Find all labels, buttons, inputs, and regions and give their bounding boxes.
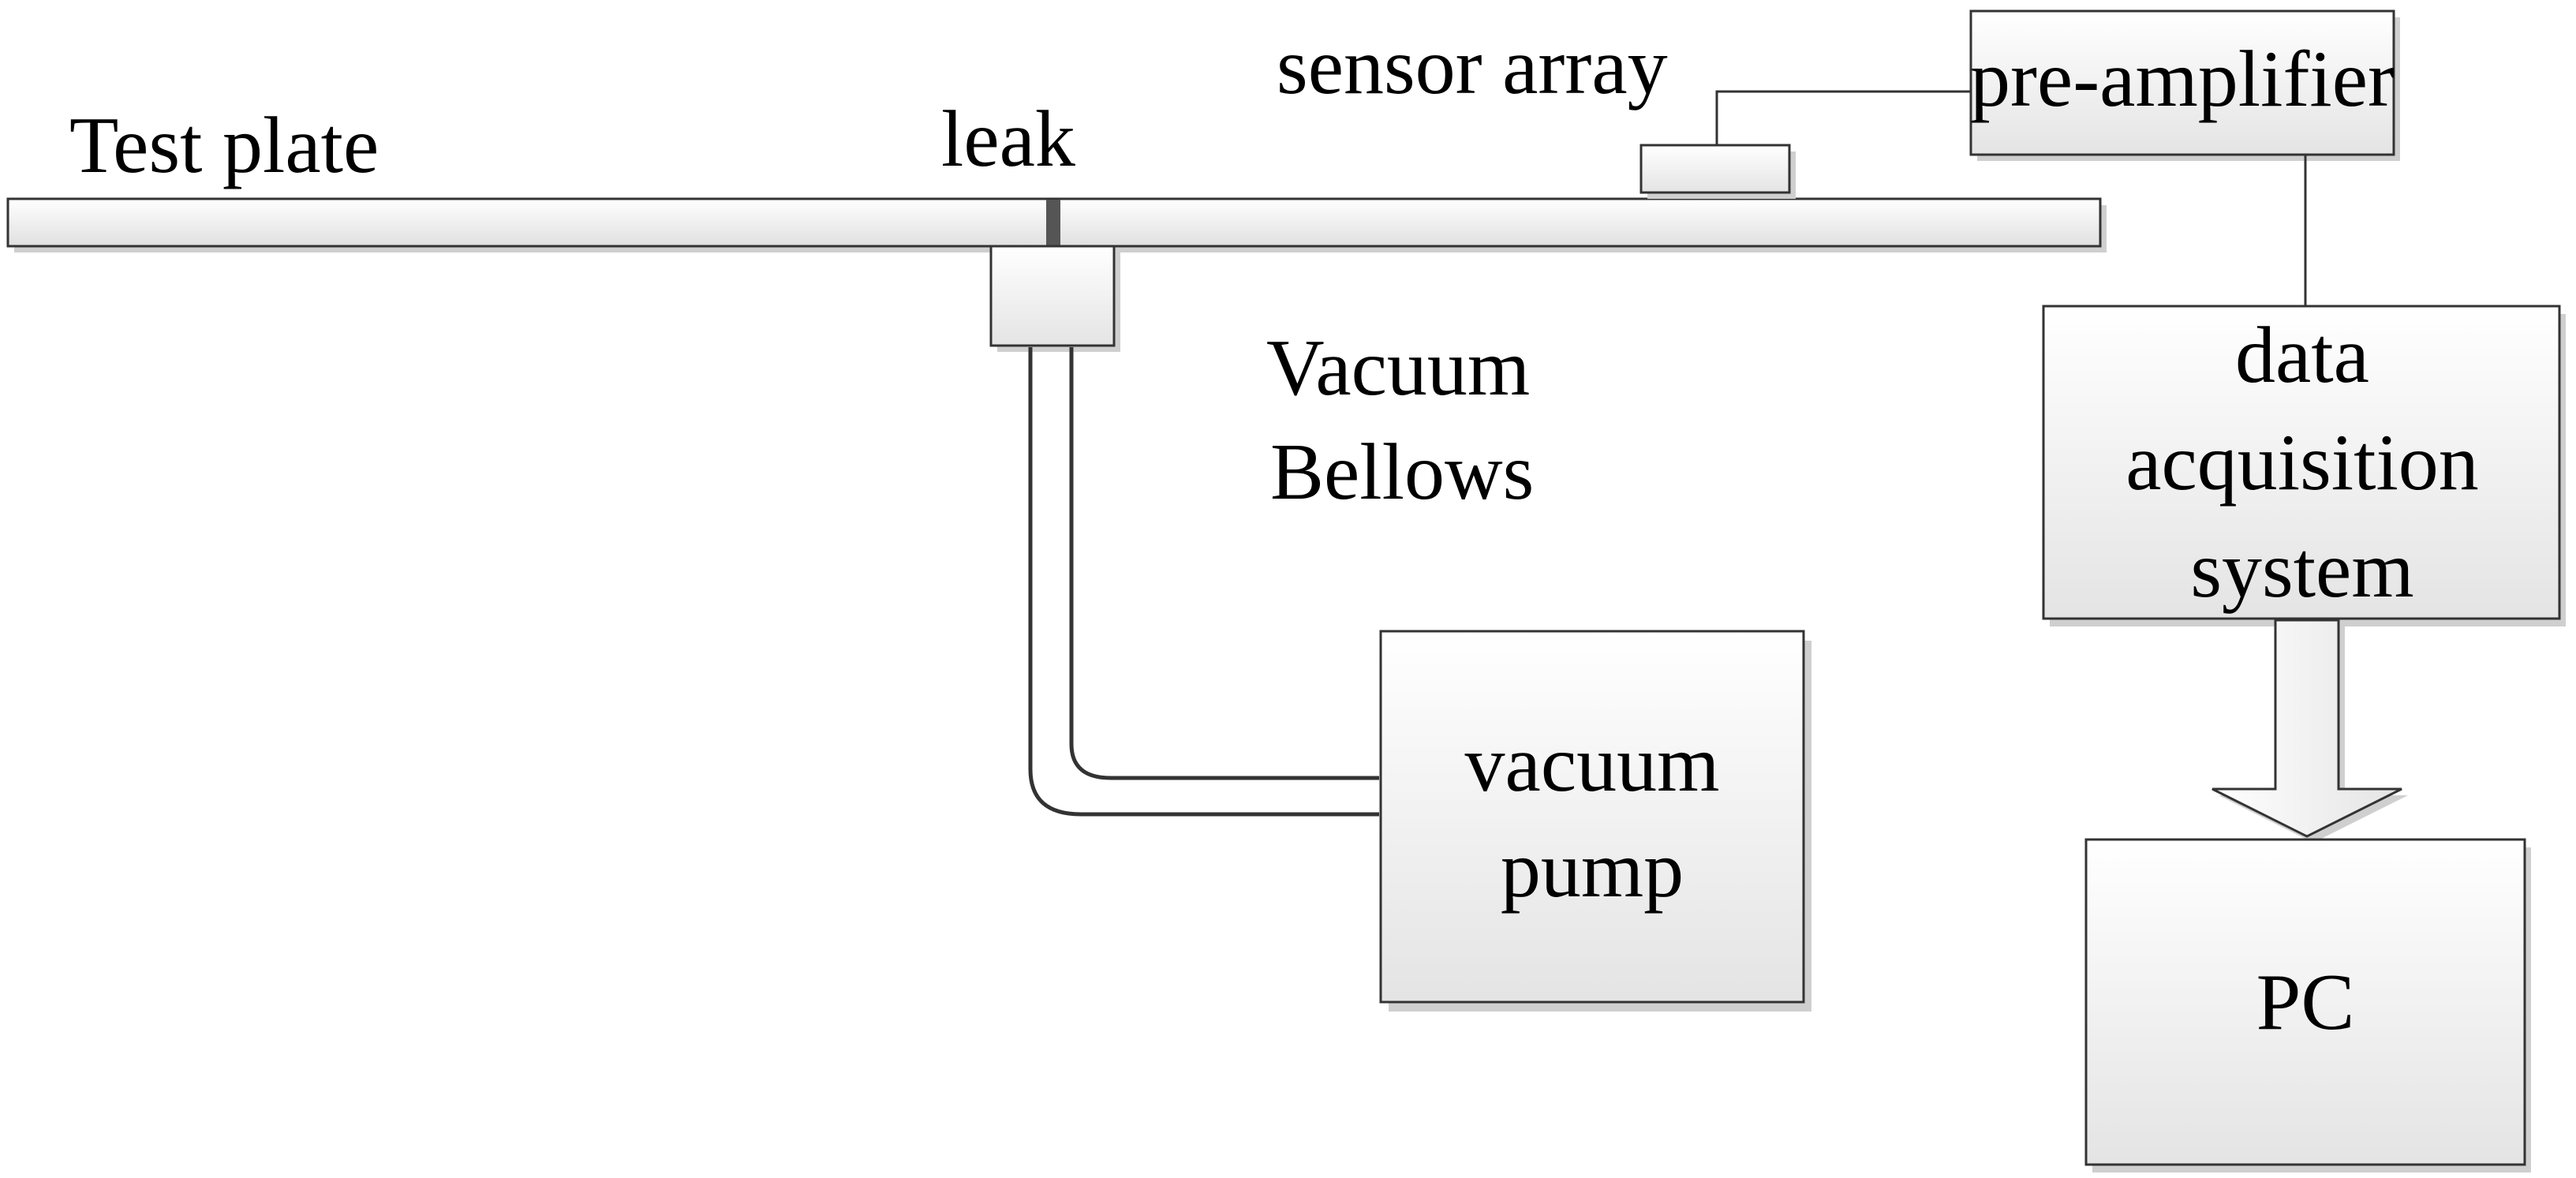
pre-amplifier-box [1969,9,2400,161]
data-acquisition-label-line3: system [2190,525,2413,615]
pc-box [2084,838,2531,1172]
leak-label: leak [941,95,1075,184]
data-acquisition-label-line1: data [2235,311,2369,400]
data-acquisition-box [2042,305,2566,626]
daq-to-pc-arrow [2211,619,2408,843]
test-plate-label: Test plate [69,101,379,190]
vacuum-pump-label-line2: pump [1501,825,1684,914]
bellows-adapter [989,245,1120,352]
pre-amplifier-label: pre-amplifier [1970,35,2395,124]
data-acquisition-label-line2: acquisition [2125,418,2479,507]
vacuum-pump-box [1379,630,1811,1012]
vacuum-bellows-label-line1: Vacuum [1266,323,1530,413]
vacuum-bellows-tube [1028,347,1379,817]
sensor-array-label: sensor array [1277,22,1668,111]
pc-label: PC [2256,958,2355,1047]
leak-marker [1046,200,1060,245]
vacuum-bellows-label-line2: Bellows [1270,428,1534,517]
vacuum-pump-label-line1: vacuum [1465,720,1720,809]
sensor-array [1639,144,1796,199]
sensor-connector-line [1715,90,1971,145]
